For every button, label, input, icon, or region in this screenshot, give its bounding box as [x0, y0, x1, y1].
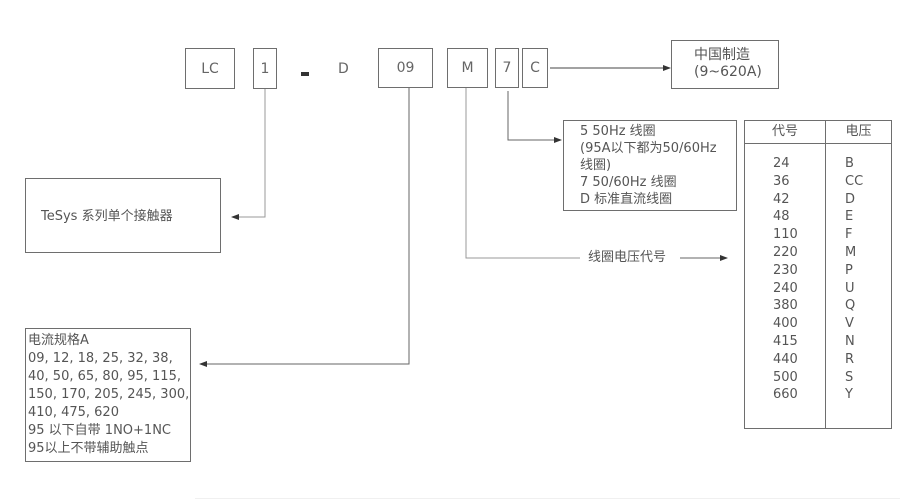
current-spec-line: 150, 170, 205, 245, 300,: [28, 387, 190, 402]
table-code-cell: 440: [773, 351, 798, 367]
table-header-code: 代号: [771, 124, 798, 139]
made-in-line1: 中国制造: [694, 47, 750, 63]
table-header-divider: [745, 143, 891, 144]
current-spec-line: 95以上不带辅助触点: [28, 441, 149, 456]
table-code-cell: 660: [773, 387, 798, 403]
connector-09-to-current: [199, 88, 410, 367]
table-code-cell: 110: [773, 227, 798, 243]
table-letter-cell: CC: [845, 173, 864, 189]
connector-1-to-series: [231, 88, 266, 220]
connector-7-to-coil: [507, 91, 562, 143]
table-letter-cell: R: [845, 351, 855, 367]
made-in-box: 中国制造 (9~620A): [671, 40, 779, 89]
code-7: 7: [502, 60, 512, 76]
made-in-range: (9~620A): [694, 64, 762, 80]
current-spec-line: 09, 12, 18, 25, 32, 38,: [28, 351, 173, 366]
coil-voltage-label: 线圈电压代号: [588, 250, 667, 265]
table-letter-cell: F: [845, 227, 853, 243]
code-m: M: [461, 60, 474, 76]
current-spec-line: 95 以下自带 1NO+1NC: [28, 423, 172, 438]
table-code-cell: 400: [773, 316, 798, 332]
table-letter-cell: M: [845, 244, 857, 260]
series-box: TeSys 系列单个接触器: [25, 178, 221, 253]
table-code-cell: 230: [773, 262, 798, 278]
table-column-divider: [825, 121, 826, 428]
current-spec-box: 电流规格A 09, 12, 18, 25, 32, 38, 40, 50, 65…: [25, 328, 191, 462]
code-c: C: [530, 60, 540, 76]
coil-type-line: (95A以下都为50/60Hz: [580, 141, 717, 156]
table-letter-cell: B: [845, 156, 854, 171]
coil-type-box: 5 50Hz 线圈 (95A以下都为50/60Hz 线圈) 7 50/60Hz …: [563, 120, 737, 211]
code-1: 1: [260, 60, 270, 77]
coil-type-line: 线圈): [580, 158, 612, 173]
table-letter-cell: E: [845, 209, 854, 225]
table-letter-cell: U: [845, 280, 855, 296]
coil-type-line: D 标准直流线圈: [580, 192, 673, 207]
code-box-c: C: [522, 48, 548, 88]
table-letter-cell: Q: [845, 298, 856, 314]
table-code-cell: 380: [773, 298, 798, 314]
coil-type-line: 5 50Hz 线圈: [580, 124, 656, 139]
code-box-1: 1: [253, 48, 277, 89]
table-letter-cell: S: [845, 369, 854, 385]
current-spec-line: 410, 475, 620: [28, 405, 119, 420]
table-code-cell: 220: [773, 244, 798, 260]
table-code-cell: 42: [773, 191, 790, 207]
table-header-voltage: 电压: [845, 124, 872, 139]
code-d: D: [338, 61, 349, 77]
table-letter-cell: N: [845, 333, 855, 349]
table-code-cell: 36: [773, 173, 790, 189]
connector-m-to-voltage: [465, 88, 580, 259]
code-box-7: 7: [495, 48, 519, 88]
current-spec-line: 40, 50, 65, 80, 95, 115,: [28, 369, 181, 384]
code-box-09: 09: [378, 48, 433, 88]
code-09: 09: [396, 60, 415, 76]
current-spec-line: 电流规格A: [28, 333, 89, 348]
code-lc: LC: [201, 60, 219, 77]
table-code-cell: 48: [773, 209, 790, 225]
table-code-cell: 415: [773, 333, 798, 349]
table-code-cell: 240: [773, 280, 798, 296]
table-letter-cell: V: [845, 316, 854, 332]
table-code-cell: 500: [773, 369, 798, 385]
code-dash: [301, 72, 309, 76]
coil-type-line: 7 50/60Hz 线圈: [580, 175, 677, 190]
footer-divider: [195, 498, 900, 499]
table-code-cell: 24: [773, 156, 790, 171]
code-box-lc: LC: [185, 48, 235, 89]
table-letter-cell: Y: [845, 387, 853, 403]
table-letter-cell: P: [845, 262, 853, 278]
series-text: TeSys 系列单个接触器: [41, 209, 173, 224]
table-letter-cell: D: [845, 191, 856, 207]
code-box-m: M: [447, 48, 488, 88]
